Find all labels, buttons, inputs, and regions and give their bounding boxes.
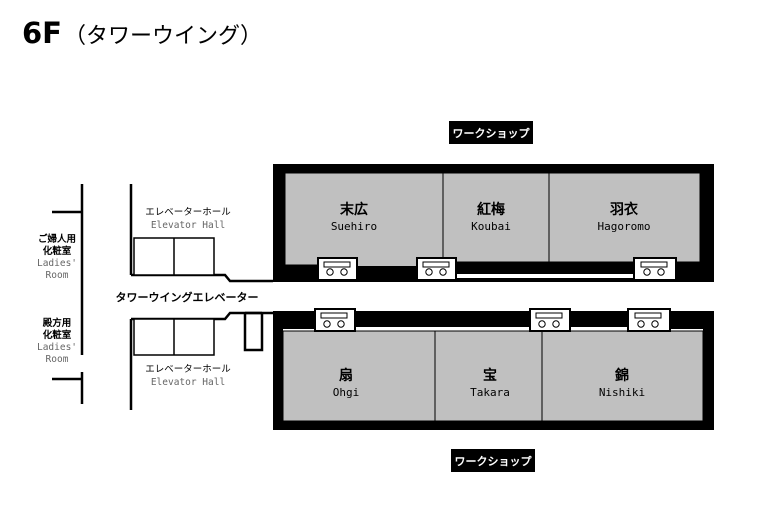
restroom-ladies-en2: Room [46,270,69,281]
workshop-top-label: ワークショップ [453,126,531,140]
room-koubai-en: Koubai [471,220,511,233]
restroom-ladies-line1: ご婦人用 [38,233,76,245]
service-box [529,308,571,332]
elevator-hall-bottom-jp: エレベーターホール [145,364,231,375]
workshop-top-badge[interactable]: ワークショップ [449,121,533,144]
room-koubai[interactable] [442,172,550,263]
room-suehiro[interactable] [284,172,444,266]
restroom-area: ご婦人用 化粧室 Ladies' Room 殿方用 化粧室 Ladies' Ro… [37,184,84,404]
service-box [633,257,677,281]
room-suehiro-jp: 末広 [340,201,368,218]
room-ohgi[interactable] [282,330,436,422]
room-ohgi-en: Ohgi [333,386,360,399]
service-box [627,308,671,332]
north-block: 末広 Suehiro 紅梅 Koubai 羽衣 Hagoromo [273,164,714,282]
service-box [416,257,457,281]
south-block: 扇 Ohgi 宝 Takara 錦 Nishiki [273,308,714,430]
room-nishiki[interactable] [541,330,704,422]
room-hagoromo-en: Hagoromo [598,220,651,233]
elevator-hall-top-en: Elevator Hall [151,220,225,231]
elevator-hall-bottom-en: Elevator Hall [151,377,225,388]
workshop-bottom-label: ワークショップ [455,454,533,468]
corridor-label: タワーウイングエレベーター [116,290,259,304]
floor-title: 6F（タワーウイング） [22,16,262,50]
floor-number: 6F [22,16,62,50]
elevator-hall-top-jp: エレベーターホール [145,207,231,218]
room-nishiki-jp: 錦 [615,367,629,384]
restroom-gents-line2: 化粧室 [43,329,72,341]
room-takara-jp: 宝 [483,367,497,384]
restroom-gents-line1: 殿方用 [42,317,72,329]
room-takara-en: Takara [470,386,510,399]
floor-wing-name: （タワーウイング） [64,24,263,49]
service-box [317,257,358,281]
room-hagoromo-jp: 羽衣 [610,201,639,218]
service-box [314,308,356,332]
restroom-gents-en1: Ladies' [37,342,77,353]
room-nishiki-en: Nishiki [599,386,645,399]
restroom-ladies-en1: Ladies' [37,258,77,269]
restroom-ladies-line2: 化粧室 [43,245,72,257]
room-takara[interactable] [434,330,543,422]
room-koubai-jp: 紅梅 [477,201,505,218]
restroom-gents-en2: Room [46,354,69,365]
room-suehiro-en: Suehiro [331,220,377,233]
room-hagoromo[interactable] [548,172,701,263]
workshop-bottom-badge[interactable]: ワークショップ [451,449,535,472]
room-ohgi-jp: 扇 [339,367,353,384]
elevator-area: エレベーターホール Elevator Hall エレベーターホール Elevat… [116,184,273,410]
